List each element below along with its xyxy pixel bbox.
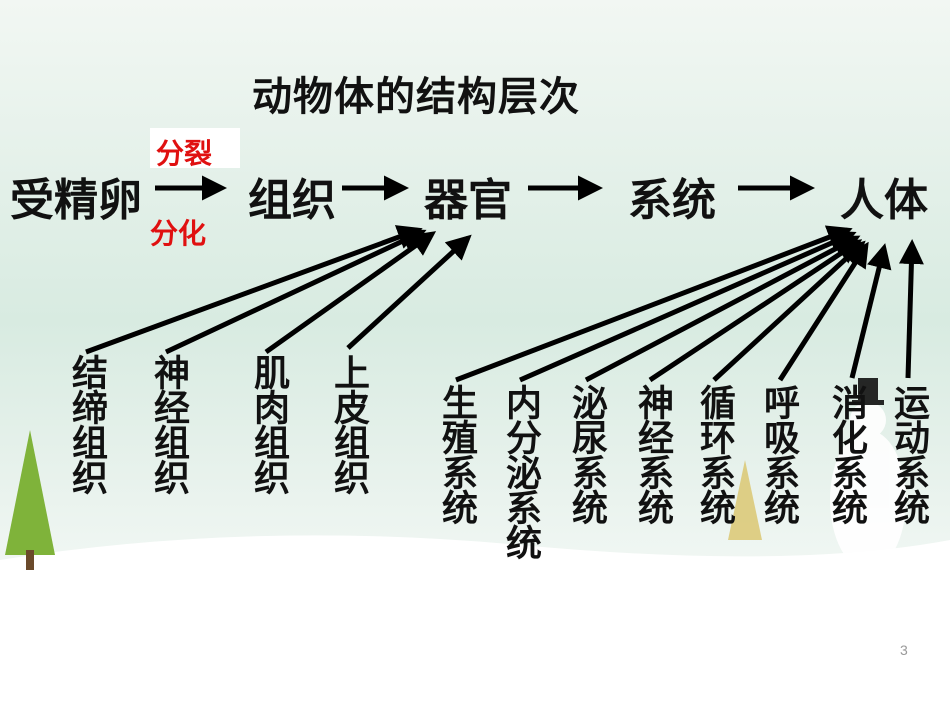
label-box <box>150 128 240 168</box>
arrow-system-6 <box>777 241 869 382</box>
label-differentiation: 分化 <box>150 217 207 250</box>
node-human-body: 人体 <box>840 175 928 226</box>
node-tissue: 组织 <box>248 175 336 226</box>
system-motor: 运动系统 <box>888 384 929 524</box>
page-title: 动物体的结构层次 <box>252 74 580 120</box>
arrow-system-8 <box>898 239 924 379</box>
arrow-system-4 <box>648 239 863 383</box>
system-reproductive: 生殖系统 <box>436 384 477 524</box>
node-fertilized-egg: 受精卵 <box>10 175 142 226</box>
tissue-epithelial: 上皮组织 <box>328 354 369 494</box>
arrow-tissue-1 <box>85 225 423 355</box>
tree-right-icon <box>728 460 762 540</box>
arrow-system-1 <box>455 225 853 383</box>
system-digestive: 消化系统 <box>826 384 867 524</box>
arrow-system-2 <box>518 230 857 383</box>
system-endocrine: 内分泌系统 <box>500 384 541 559</box>
arrow-system-3 <box>584 235 861 383</box>
arrow-system-7 <box>849 243 892 379</box>
system-circulatory: 循环系统 <box>694 384 735 524</box>
label-division: 分裂 <box>156 137 213 170</box>
system-urinary: 泌尿系统 <box>566 384 607 524</box>
node-system: 系统 <box>628 175 716 226</box>
tree-left-icon <box>5 430 55 570</box>
system-respiratory: 呼吸系统 <box>758 384 799 524</box>
system-nervous: 神经系统 <box>632 384 673 524</box>
tissue-muscle: 肌肉组织 <box>248 354 289 494</box>
arrow-tissue-4 <box>346 234 472 350</box>
tissue-connective: 结缔组织 <box>66 354 107 494</box>
arrow-tissue-2 <box>164 229 427 355</box>
arrow-tissue-3 <box>264 231 437 355</box>
page-number: 3 <box>900 642 908 658</box>
snowman-icon <box>830 378 906 570</box>
node-organ: 器官 <box>424 175 512 226</box>
arrow-system-5 <box>712 240 866 382</box>
tissue-nervous: 神经组织 <box>148 354 189 494</box>
